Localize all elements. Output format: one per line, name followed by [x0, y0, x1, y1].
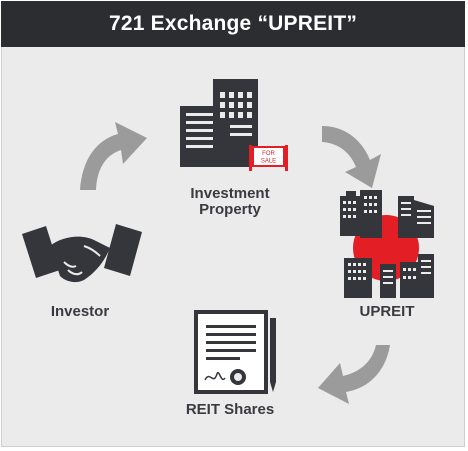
investment-property-label-line1: Investment	[190, 185, 270, 202]
upreit-icon	[340, 190, 434, 298]
sign-text-sale: SALE	[261, 159, 276, 165]
investment-property-icon: FOR SALE	[180, 79, 288, 171]
sign-text-for: FOR	[262, 151, 275, 157]
investor-handshake-icon	[22, 224, 142, 283]
diagram-title: 721 Exchange “UPREIT”	[108, 12, 358, 35]
title-bar: 721 Exchange “UPREIT”	[1, 1, 465, 47]
arrow-investor-to-property	[80, 122, 147, 190]
upreit-label: UPREIT	[359, 303, 415, 320]
investment-property-label-line2: Property	[199, 201, 261, 218]
reit-shares-label: REIT Shares	[185, 401, 275, 418]
arrow-property-to-upreit	[322, 126, 381, 188]
reit-shares-icon	[194, 310, 276, 394]
investor-label: Investor	[50, 303, 110, 320]
investment-property-label: Investment Property	[170, 186, 290, 218]
arrow-upreit-to-shares	[318, 345, 390, 404]
